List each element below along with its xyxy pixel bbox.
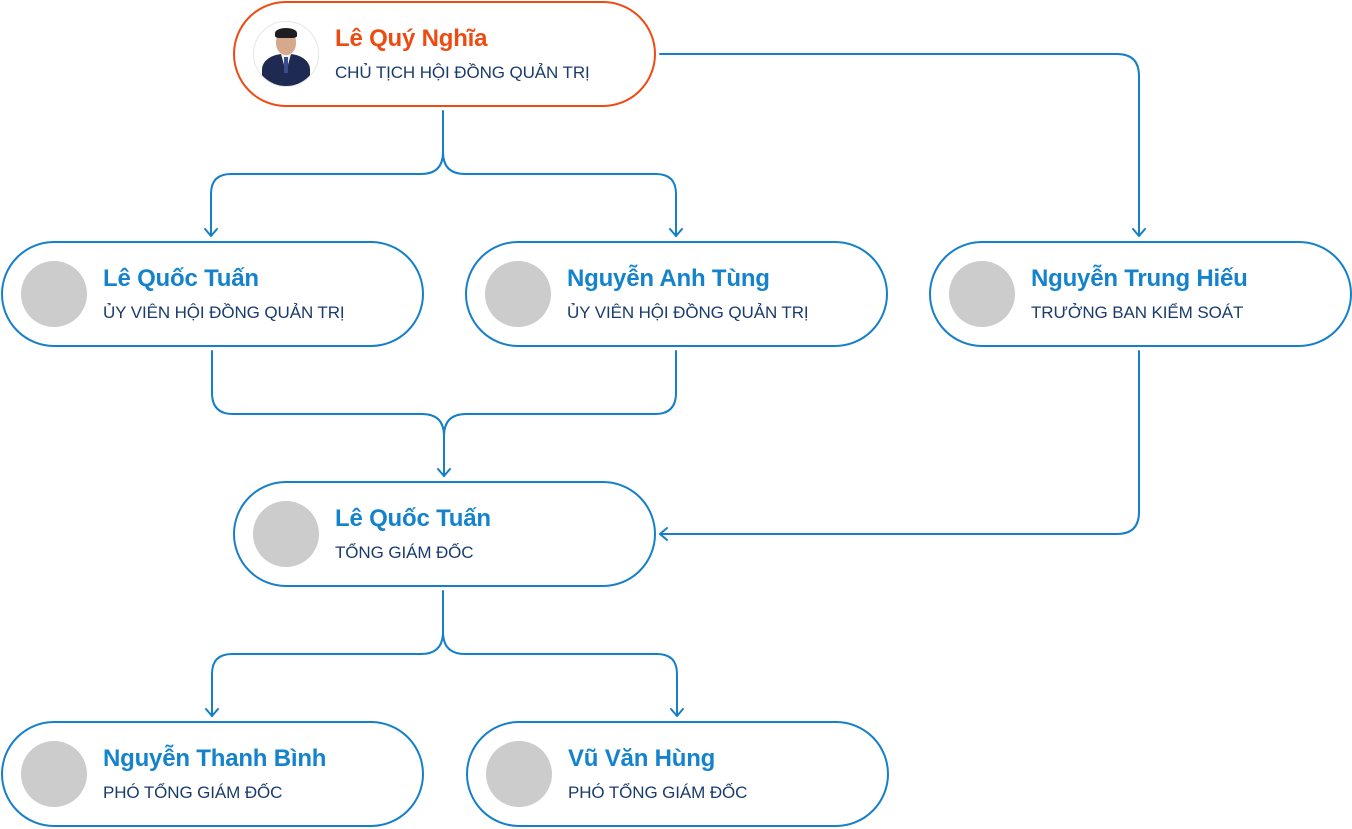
node-deputy-ceo-2[interactable]: Vũ Văn Hùng PHÓ TỔNG GIÁM ĐỐC [466,721,889,827]
node-name: Lê Quốc Tuấn [103,265,259,292]
avatar-placeholder [253,501,319,567]
node-name: Nguyễn Anh Tùng [567,265,770,292]
avatar-placeholder [21,261,87,327]
avatar-photo [253,21,319,87]
arrow-head [437,468,451,477]
node-name: Nguyễn Trung Hiếu [1031,265,1248,292]
arrow-head [669,228,683,237]
edge-chairman-board-member-1 [210,110,444,237]
edge-supervisory-head-ceo [659,350,1140,535]
edge-board-member-1-ceo [211,350,445,437]
edge-ceo-deputy-ceo-2 [442,631,678,717]
node-board-member-1[interactable]: Lê Quốc Tuấn ỦY VIÊN HỘI ĐỒNG QUẢN TRỊ [1,241,424,347]
arrow-head [659,527,668,541]
node-title: ỦY VIÊN HỘI ĐỒNG QUẢN TRỊ [103,303,345,322]
node-board-member-2[interactable]: Nguyễn Anh Tùng ỦY VIÊN HỘI ĐỒNG QUẢN TR… [465,241,888,347]
node-title: PHÓ TỔNG GIÁM ĐỐC [103,783,283,802]
edge-chairman-board-member-2 [442,151,677,237]
avatar-placeholder [485,261,551,327]
avatar-placeholder [486,741,552,807]
arrow-head [205,708,219,717]
node-ceo[interactable]: Lê Quốc Tuấn TỔNG GIÁM ĐỐC [233,481,656,587]
node-name: Vũ Văn Hùng [568,745,716,772]
node-name: Nguyễn Thanh Bình [103,745,327,772]
node-name: Lê Quý Nghĩa [335,25,488,52]
node-title: TỔNG GIÁM ĐỐC [335,543,474,562]
arrow-head [204,228,218,237]
node-title: PHÓ TỔNG GIÁM ĐỐC [568,783,748,802]
node-title: ỦY VIÊN HỘI ĐỒNG QUẢN TRỊ [567,303,809,322]
avatar-placeholder [21,741,87,807]
edge-chairman-supervisory-head [659,53,1140,237]
arrow-head [1132,228,1146,237]
node-deputy-ceo-1[interactable]: Nguyễn Thanh Bình PHÓ TỔNG GIÁM ĐỐC [1,721,424,827]
avatar-hair [275,28,297,38]
node-title: CHỦ TỊCH HỘI ĐỒNG QUẢN TRỊ [335,63,590,82]
avatar-placeholder [949,261,1015,327]
node-title: TRƯỞNG BAN KIỂM SOÁT [1031,303,1244,322]
avatar-tie [284,57,288,73]
edge-ceo-deputy-ceo-1 [211,590,444,717]
arrow-head [670,708,684,717]
node-name: Lê Quốc Tuấn [335,505,491,532]
edge-board-member-2-ceo [443,350,677,477]
node-supervisory-head[interactable]: Nguyễn Trung Hiếu TRƯỞNG BAN KIỂM SOÁT [929,241,1352,347]
node-chairman[interactable]: Lê Quý Nghĩa CHỦ TỊCH HỘI ĐỒNG QUẢN TRỊ [233,1,656,107]
